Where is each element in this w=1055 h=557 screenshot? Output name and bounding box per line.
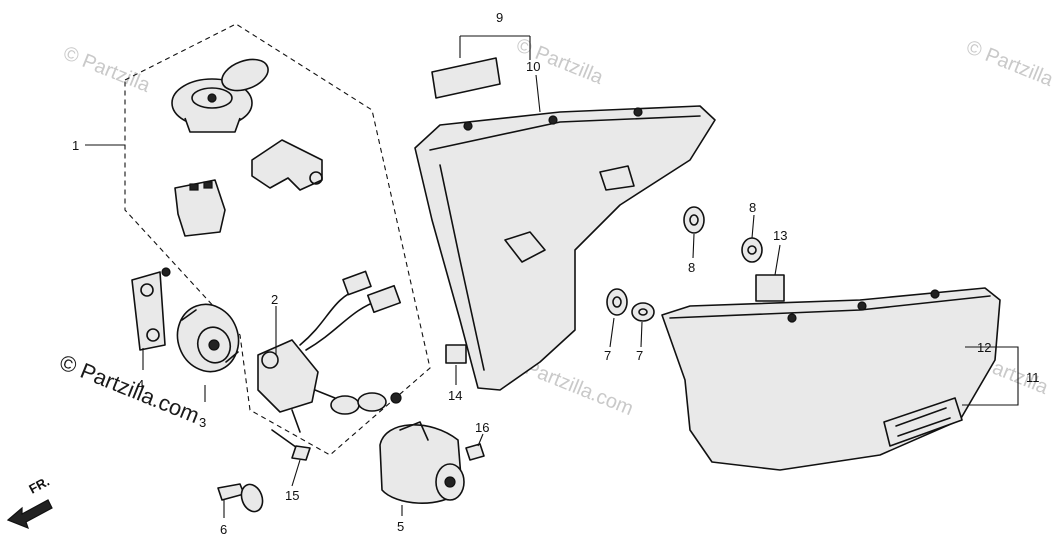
lock-cylinder-part [176, 303, 240, 373]
grommet-7a-part [606, 288, 628, 316]
right-side-cover-part [661, 287, 1001, 471]
collar-8b-part [741, 237, 763, 263]
callout-4: 4 [137, 377, 144, 392]
left-side-cover-part [414, 105, 716, 391]
cylinder-insert [174, 179, 226, 237]
label-14-part [445, 344, 467, 364]
cap-lock-part [171, 58, 269, 133]
callout-14: 14 [448, 388, 462, 403]
callout-11: 11 [1026, 370, 1040, 385]
bolt-part [271, 429, 311, 461]
callout-2: 2 [271, 292, 278, 307]
callout-13: 13 [773, 228, 787, 243]
grommet-8a-part [683, 206, 705, 234]
key-part [217, 483, 264, 513]
collar-7b-part [631, 302, 655, 322]
front-direction-indicator: FR. [6, 474, 53, 530]
screw-part [465, 443, 485, 461]
label-13-part [755, 274, 785, 302]
ignition-switch-part [257, 270, 402, 433]
emblem-strip-part [431, 57, 501, 99]
callout-12: 12 [977, 340, 991, 355]
cover-lock-part [379, 421, 465, 504]
front-direction-label: FR. [26, 474, 52, 497]
callout-10: 10 [526, 59, 540, 74]
callout-7-right: 7 [636, 348, 643, 363]
callout-7-left: 7 [604, 348, 611, 363]
lock-bracket [251, 139, 323, 191]
callout-16: 16 [475, 420, 489, 435]
emblem-badge-part [883, 397, 963, 447]
watermark-left-dark: © Partzilla.com [56, 349, 203, 428]
callout-15: 15 [285, 488, 299, 503]
callout-8-left: 8 [688, 260, 695, 275]
front-arrow-icon [6, 499, 53, 530]
leader-lines [85, 35, 1019, 518]
callout-1: 1 [72, 138, 79, 153]
stay-plate-part [131, 267, 171, 351]
callout-3: 3 [199, 415, 206, 430]
callout-9: 9 [496, 10, 503, 25]
watermark-top-left: © Partzilla [60, 42, 154, 97]
callout-6: 6 [220, 522, 227, 537]
callout-8-right: 8 [749, 200, 756, 215]
watermark-top-right: © Partzilla [963, 36, 1055, 91]
callout-5: 5 [397, 519, 404, 534]
